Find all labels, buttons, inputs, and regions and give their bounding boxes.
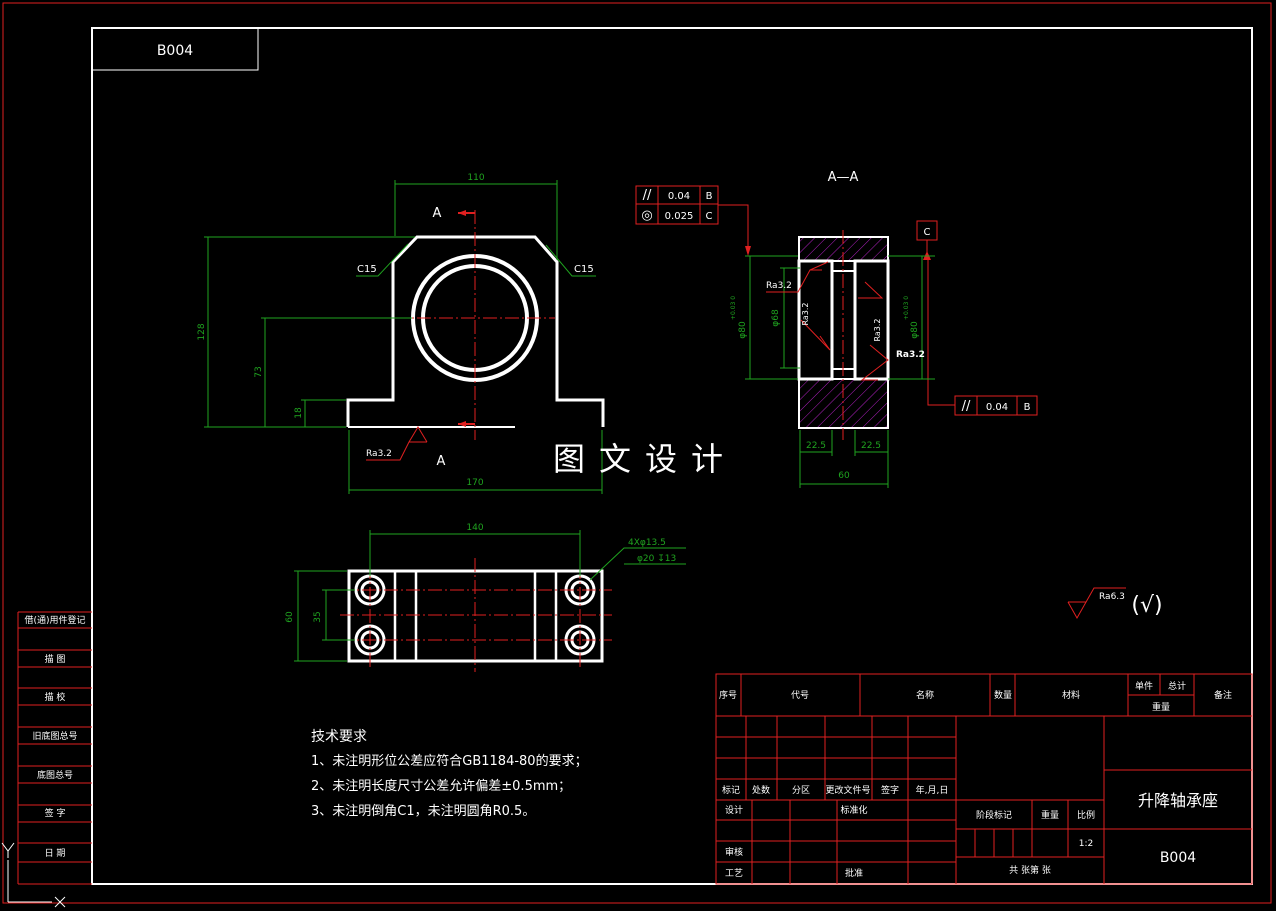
roughness-4: Ra3.2 xyxy=(896,350,925,360)
tb-design: 设计 xyxy=(725,804,743,816)
tb-name: 名称 xyxy=(916,689,934,701)
tb-rev-doc: 更改文件号 xyxy=(825,784,870,796)
front-outline xyxy=(346,235,605,427)
tb-rev-sign: 签字 xyxy=(881,784,899,796)
general-roughness-value: Ra6.3 xyxy=(1099,592,1125,602)
dim-base-height: 18 xyxy=(294,407,304,419)
dim-total-height: 128 xyxy=(197,323,207,340)
tb-sheets: 共 张第 张 xyxy=(1009,864,1051,876)
dim-height: 60 xyxy=(285,611,295,623)
watermark: 图文设计 xyxy=(553,440,737,478)
tb-material: 材料 xyxy=(1062,689,1080,701)
dim-total-width: 60 xyxy=(838,471,850,481)
datum-c: C xyxy=(924,227,931,238)
chamfer-right-label: C15 xyxy=(574,264,594,275)
fcf-3-symbol: // xyxy=(962,399,971,414)
tb-seq: 序号 xyxy=(719,689,737,701)
top-view: 140 60 35 4Xφ13.5 φ20 ↧13 xyxy=(285,523,686,672)
tech-item: 2、未注明长度尺寸公差允许偏差±0.5mm； xyxy=(311,778,571,794)
section-marker-top: A xyxy=(433,206,442,221)
front-view: A A 110 128 73 18 170 C15 C15 xyxy=(197,173,605,494)
roughness-3: Ra3.2 xyxy=(873,318,882,341)
front-dimensions xyxy=(204,180,603,494)
fcf-3 xyxy=(927,258,1038,416)
left-strip-labels: 借(通)用件登记 描 图 描 校 旧底图总号 底图总号 签 字 日 期 xyxy=(24,614,85,859)
title-block xyxy=(715,673,1253,885)
tb-remark: 备注 xyxy=(1214,689,1232,701)
tb-code: 代号 xyxy=(791,690,809,701)
tb-process: 工艺 xyxy=(725,868,743,879)
strip-label: 底图总号 xyxy=(37,769,73,781)
general-roughness-mark: (√) xyxy=(1131,593,1162,618)
tb-approve: 批准 xyxy=(845,867,863,879)
fcf-3-datum: B xyxy=(1024,402,1031,413)
dim-center-height: 73 xyxy=(254,366,264,377)
part-code: B004 xyxy=(1160,850,1196,866)
roughness-2: Ra3.2 xyxy=(801,302,810,325)
roughness-base: Ra3.2 xyxy=(366,449,392,459)
dim-outer-bore-tol: +0.03 0 xyxy=(730,296,737,320)
hole-note-2: φ20 ↧13 xyxy=(637,554,676,564)
fcf-2-symbol: ◎ xyxy=(641,208,652,223)
fcf-1-symbol: // xyxy=(643,188,652,203)
tb-total: 总计 xyxy=(1168,680,1186,692)
tb-rev-zone: 分区 xyxy=(792,785,810,796)
hole-note-1: 4Xφ13.5 xyxy=(628,538,666,548)
tb-check: 审核 xyxy=(725,846,743,858)
fcf-1-tolerance: 0.04 xyxy=(668,191,690,202)
dim-left-width: 22.5 xyxy=(806,441,826,451)
tb-rev-count: 处数 xyxy=(752,784,770,796)
top-dimensions xyxy=(294,530,686,662)
tb-rev-mark: 标记 xyxy=(722,784,740,796)
drawing-code-corner: B004 xyxy=(157,43,193,59)
section-dimensions xyxy=(745,255,935,488)
fcf-1-datum: B xyxy=(706,191,713,202)
tb-stage-mark: 阶段标记 xyxy=(976,809,1012,821)
dim-bore: φ68 xyxy=(771,309,781,327)
section-marker-bottom: A xyxy=(437,454,446,469)
fcf-2-datum: C xyxy=(706,211,713,222)
dim-base-width: 170 xyxy=(466,478,483,488)
fcf-3-tolerance: 0.04 xyxy=(986,402,1008,413)
tb-standard: 标准化 xyxy=(840,804,867,816)
general-roughness: Ra6.3 (√) xyxy=(1067,587,1163,620)
section-roughness-marks xyxy=(766,261,889,381)
dim-right-bore-tol: +0.03 0 xyxy=(903,296,910,320)
strip-label: 描 校 xyxy=(45,691,66,703)
roughness-1: Ra3.2 xyxy=(766,281,792,291)
fcf-1 xyxy=(635,185,749,252)
tb-unit: 单件 xyxy=(1135,680,1153,692)
fcf-2-tolerance: 0.025 xyxy=(665,211,694,222)
tech-item: 3、未注明倒角C1，未注明圆角R0.5。 xyxy=(311,804,535,819)
tb-scale-label: 比例 xyxy=(1077,809,1095,821)
tb-weight-label: 重量 xyxy=(1041,809,1059,821)
chamfer-left-label: C15 xyxy=(357,264,377,275)
strip-label: 借(通)用件登记 xyxy=(24,614,85,626)
tb-scale-value: 1:2 xyxy=(1079,839,1093,849)
tb-qty: 数量 xyxy=(994,689,1012,701)
tb-weight: 重量 xyxy=(1152,701,1170,713)
left-strip xyxy=(17,611,92,885)
dim-right-width: 22.5 xyxy=(861,441,881,451)
dim-top-width: 110 xyxy=(467,173,484,183)
strip-label: 日 期 xyxy=(45,848,66,859)
strip-label: 描 图 xyxy=(45,653,66,665)
dim-hole-y: 35 xyxy=(313,611,323,622)
title-block-text: 序号 代号 名称 数量 材料 单件 总计 重量 备注 标记 处数 分区 更改文件… xyxy=(719,680,1232,879)
dim-right-bore: φ80 xyxy=(910,321,920,339)
section-view: A—A // 0.04 B ◎ 0.025 C xyxy=(635,170,1038,488)
section-title: A—A xyxy=(828,170,859,185)
ucs-icon xyxy=(1,842,66,908)
strip-label: 旧底图总号 xyxy=(32,730,77,742)
tech-title: 技术要求 xyxy=(311,729,367,745)
dim-hole-spacing: 140 xyxy=(466,523,483,533)
strip-label: 签 字 xyxy=(45,807,66,819)
tb-rev-date: 年,月,日 xyxy=(916,784,949,796)
tech-item: 1、未注明形位公差应符合GB1184-80的要求； xyxy=(311,753,588,769)
dim-outer-bore: φ80 xyxy=(738,321,748,339)
part-name: 升降轴承座 xyxy=(1138,791,1218,810)
tech-requirements: 技术要求 1、未注明形位公差应符合GB1184-80的要求； 2、未注明长度尺寸… xyxy=(311,729,588,819)
